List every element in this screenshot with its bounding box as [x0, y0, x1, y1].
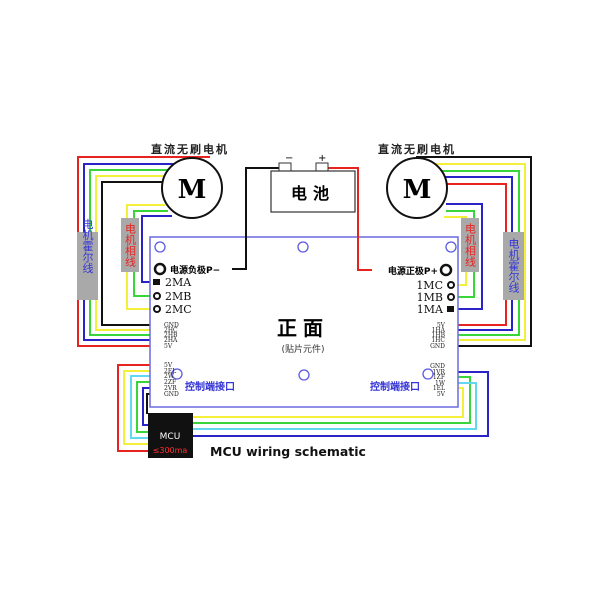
svg-text:电机霍尔线: 电机霍尔线 [507, 238, 520, 293]
pin-icon [447, 306, 454, 312]
left-phase-label: 电机相线 [121, 218, 139, 272]
pin-label: 5V [437, 322, 446, 329]
left-phase-pins: 2MA 2MB 2MC [153, 276, 192, 316]
right-control-header: GND 1VR 1ZF 1W 1EL 5V [430, 363, 446, 398]
left-hall-label: 电机霍尔线 [77, 218, 98, 300]
pin-label: 2EL [164, 368, 176, 375]
pin-label: 2MA [165, 276, 192, 289]
pin-label: 2HB [164, 332, 178, 339]
mcu-current-label: ≤300ma [153, 446, 188, 455]
mcu-label: MCU [160, 432, 181, 442]
svg-text:电机相线: 电机相线 [124, 223, 137, 267]
pin-label: 1HC [431, 337, 445, 344]
control-wires [117, 364, 489, 452]
mounting-hole [445, 241, 457, 253]
mounting-hole [297, 241, 309, 253]
pin-label: 5V [164, 343, 173, 350]
pin-label: 2HA [164, 337, 178, 344]
pin-label: 2W [164, 373, 175, 380]
positive-terminal-icon [439, 263, 453, 277]
pin-label: GND [164, 322, 179, 329]
pin-label: 2MC [165, 303, 192, 316]
left-control-header: 5V 2EL 2W 2ZF 2VR GND [164, 362, 179, 398]
motor-right-title: 直流无刷电机 [378, 142, 456, 156]
pin-label: GND [164, 391, 179, 398]
motor-left-title: 直流无刷电机 [151, 142, 229, 156]
negative-power-wire [232, 167, 283, 270]
pin-label: 5V [164, 362, 173, 369]
right-hall-header: 5V 1HA 1HB 1HC GND [430, 322, 446, 350]
pin-label: GND [430, 363, 445, 370]
positive-power-wire [323, 167, 372, 271]
negative-terminal-label: 电源负极P− [170, 264, 220, 276]
pin-label: GND [430, 343, 445, 350]
pin-label: 5V [437, 391, 446, 398]
mounting-hole [422, 368, 434, 380]
control-port-right-label: 控制端接口 [370, 380, 420, 393]
control-port-left-label: 控制端接口 [185, 380, 235, 393]
pin-label: 1VR [432, 369, 445, 376]
pin-label: 1MC [416, 279, 443, 292]
pin-label: 1EL [433, 385, 445, 392]
mcu-module: MCU ≤300ma [148, 413, 193, 458]
motor-right-symbol: M [403, 175, 432, 205]
pin-icon [447, 293, 455, 301]
pin-label: 1MB [417, 291, 443, 304]
mounting-holes [154, 241, 457, 381]
board-title: 正面 [277, 316, 329, 340]
right-hall-label: 电机霍尔线 [503, 232, 524, 300]
battery: − + 电池 [270, 153, 356, 213]
pin-label: 2ZF [164, 379, 176, 386]
svg-text:电机相线: 电机相线 [464, 223, 477, 267]
pin-icon [153, 292, 161, 300]
board-subtitle: (贴片元件) [281, 343, 324, 355]
positive-terminal-label: 电源正极P+ [388, 265, 438, 277]
left-hall-header: GND 2HC 2HB 2HA 5V [164, 322, 179, 350]
pin-label: 2VR [164, 385, 177, 392]
pin-label: 1ZF [433, 374, 445, 381]
motor-left-symbol: M [178, 175, 207, 205]
pin-label: 1W [435, 380, 446, 387]
pin-label: 2HC [164, 327, 178, 334]
pin-icon [153, 305, 161, 313]
pin-label: 1MA [417, 303, 444, 316]
negative-terminal-icon [153, 262, 167, 276]
mounting-hole [298, 369, 310, 381]
diagram-caption: MCU wiring schematic [210, 444, 366, 459]
mounting-hole [171, 368, 183, 380]
motor-right: 直流无刷电机 M [378, 142, 456, 219]
pin-label: 1HA [432, 327, 446, 334]
mounting-hole [154, 241, 166, 253]
battery-positive-label: + [318, 153, 326, 164]
battery-negative-label: − [285, 153, 293, 164]
svg-text:电机霍尔线: 电机霍尔线 [81, 218, 94, 273]
pin-label: 1HB [432, 332, 446, 339]
right-phase-pins: 1MC 1MB 1MA [416, 279, 455, 316]
right-phase-label: 电机相线 [461, 218, 479, 272]
pin-icon [447, 281, 455, 289]
motor-left: 直流无刷电机 M [151, 142, 229, 219]
battery-label: 电池 [291, 184, 335, 203]
pin-label: 2MB [165, 290, 191, 303]
pin-icon [153, 279, 160, 285]
